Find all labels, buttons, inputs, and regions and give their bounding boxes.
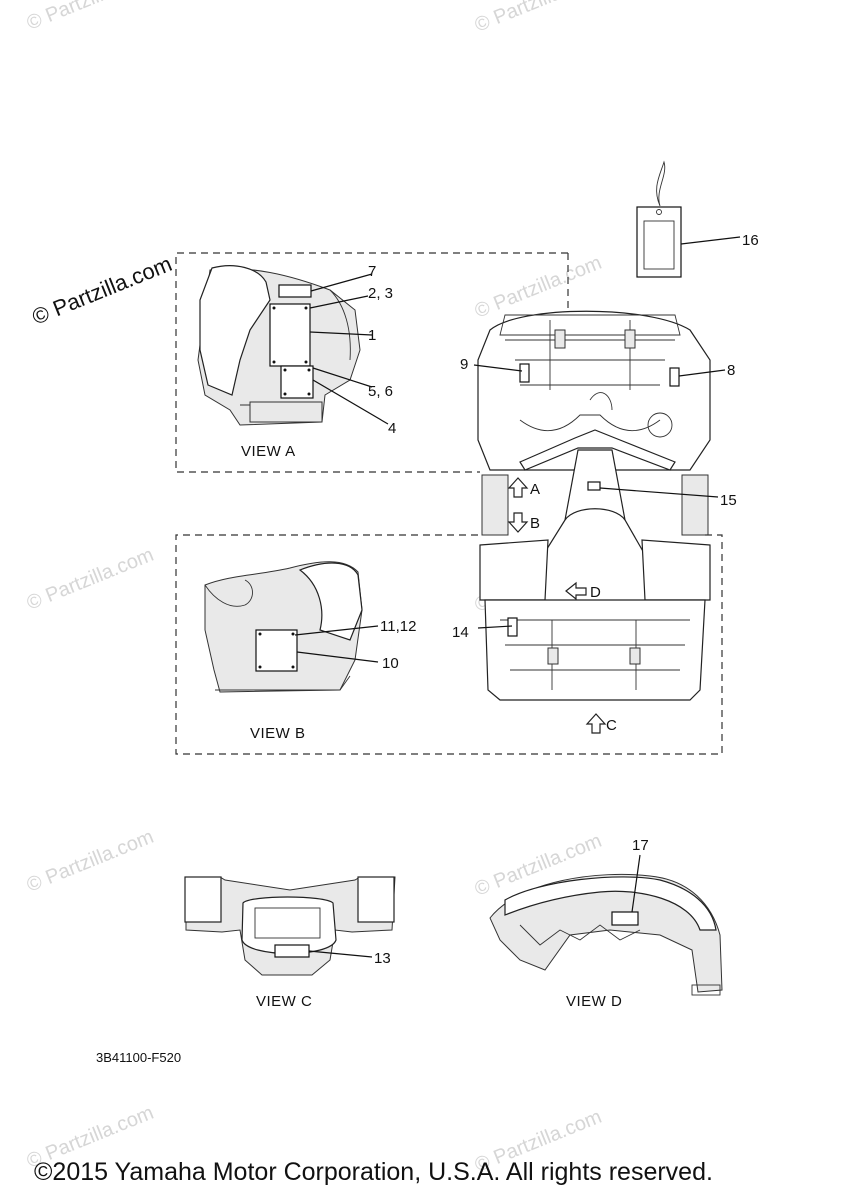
callout-11-12: 11,12: [380, 618, 416, 635]
hang-tag: [636, 160, 682, 278]
label-9: [519, 363, 530, 383]
label-1: [269, 303, 311, 367]
atv-top-view: [477, 310, 711, 701]
watermark-strong: © Partzilla.com: [29, 251, 176, 330]
label-10: [255, 629, 298, 672]
label-7: [278, 284, 312, 298]
arrow-b: B: [507, 512, 540, 533]
callout-8: 8: [727, 362, 735, 379]
callout-14: 14: [452, 624, 469, 641]
label-15: [587, 481, 601, 491]
label-13: [274, 944, 310, 958]
view-c-label: VIEW C: [256, 993, 312, 1010]
arrow-c-label: C: [606, 717, 617, 734]
view-d-label: VIEW D: [566, 993, 622, 1010]
watermark-text: © Partzilla.com: [24, 544, 157, 615]
arrow-a: A: [507, 477, 540, 498]
arrow-d-label: D: [590, 584, 601, 601]
watermark-text: © Partzilla.com: [24, 826, 157, 897]
view-a-frame: [175, 252, 568, 473]
part-code: 3B41100-F520: [96, 1050, 181, 1065]
arrow-b-label: B: [530, 515, 540, 532]
view-a-fender: [197, 265, 361, 426]
arrow-d: D: [565, 581, 601, 601]
callout-9: 9: [460, 356, 468, 373]
callout-10: 10: [382, 655, 399, 672]
callout-15: 15: [720, 492, 737, 509]
arrow-c: C: [585, 713, 617, 734]
view-b-frame: [175, 534, 723, 755]
view-c-rear-fender: [184, 876, 396, 976]
callout-2-3: 2, 3: [368, 285, 393, 302]
callout-1: 1: [368, 327, 376, 344]
arrow-a-label: A: [530, 481, 540, 498]
callout-4: 4: [388, 420, 396, 437]
label-14: [507, 617, 518, 637]
callout-16: 16: [742, 232, 759, 249]
callout-17: 17: [632, 837, 649, 854]
watermark-text: © Partzilla.com: [24, 0, 157, 35]
view-b-fender: [204, 561, 363, 693]
label-17: [611, 911, 639, 926]
view-b-label: VIEW B: [250, 725, 306, 742]
callout-7: 7: [368, 263, 376, 280]
view-a-label: VIEW A: [241, 443, 296, 460]
label-4: [280, 365, 314, 399]
callout-5-6: 5, 6: [368, 383, 393, 400]
callout-13: 13: [374, 950, 391, 967]
label-8: [669, 367, 680, 387]
view-d-under-seat: [489, 873, 723, 996]
copyright-notice: ©2015 Yamaha Motor Corporation, U.S.A. A…: [34, 1158, 713, 1186]
watermark-text: © Partzilla.com: [472, 0, 605, 37]
